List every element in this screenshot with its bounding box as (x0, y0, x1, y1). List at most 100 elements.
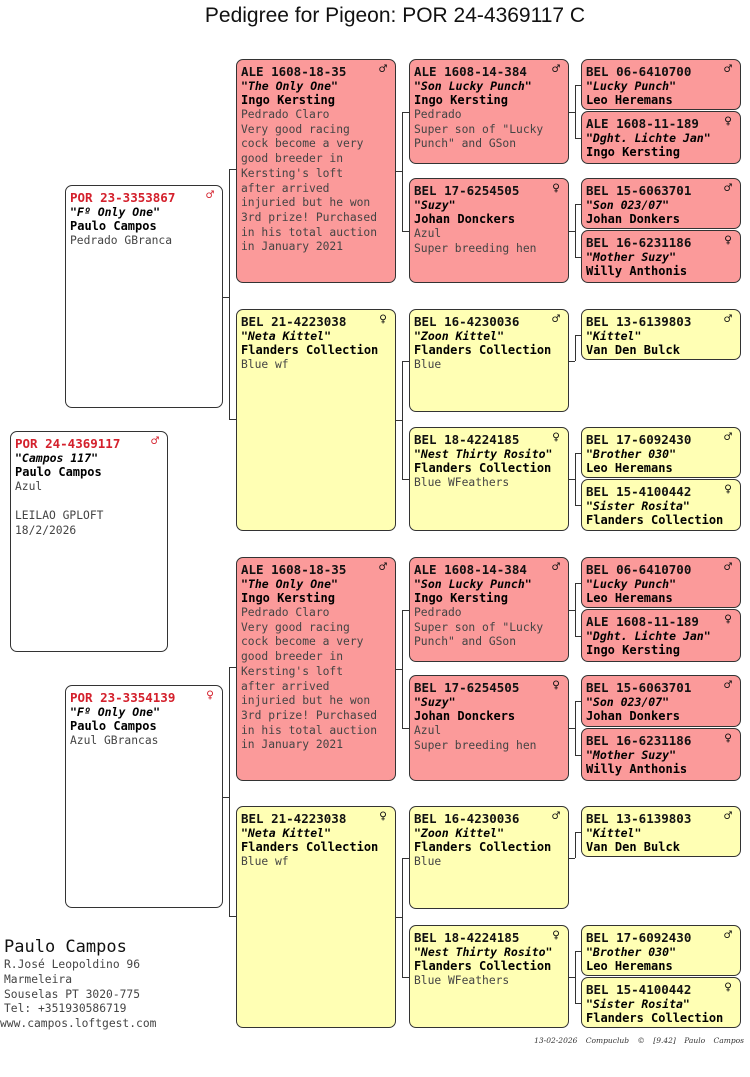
footer-credits: 13-02-2026 Compuclub © [9.42] Paulo Camp… (534, 1036, 744, 1045)
pigeon-note: Kersting's loft (241, 166, 344, 180)
connector-line (396, 669, 402, 670)
pigeon-card[interactable]: ALE 1608-18-35♂"The Only One"Ingo Kersti… (236, 557, 396, 781)
ring-number: BEL 15-4100442 (586, 982, 692, 997)
connector-line (569, 230, 575, 232)
pigeon-card[interactable]: ALE 1608-11-189♀"Dght. Lichte Jan"Ingo K… (581, 609, 741, 662)
pigeon-card[interactable]: BEL 13-6139803♂"Kittel"Van Den Bulck (581, 309, 741, 360)
connector-line (575, 137, 581, 139)
pigeon-card[interactable]: BEL 18-4224185♀"Nest Thirty Rosito"Fland… (409, 925, 569, 1028)
pigeon-card[interactable]: ALE 1608-11-189♀"Dght. Lichte Jan"Ingo K… (581, 111, 741, 164)
pigeon-card[interactable]: BEL 16-6231186♀"Mother Suzy"Willy Anthon… (581, 728, 741, 781)
connector-line (402, 360, 403, 479)
pigeon-note: good breeder in (241, 152, 344, 166)
breeder-website[interactable]: www.campos.loftgest.com (0, 1017, 157, 1031)
pigeon-note (15, 495, 163, 510)
pigeon-note: in January 2021 (241, 240, 344, 254)
male-icon: ♂ (724, 181, 732, 196)
connector-line (569, 976, 575, 978)
pigeon-card[interactable]: BEL 15-6063701♂"Son 023/07"Johan Donkers (581, 178, 741, 229)
male-icon: ♂ (552, 809, 560, 824)
pigeon-card[interactable]: BEL 18-4224185♀"Nest Thirty Rosito"Fland… (409, 427, 569, 531)
pigeon-note: Super son of "Lucky (414, 122, 544, 136)
owner-name: Van Den Bulck (586, 840, 680, 854)
pigeon-card[interactable]: BEL 21-4223038♀"Neta Kittel"Flanders Col… (236, 806, 396, 1028)
breeder-address-line: Souselas PT 3020-775 (4, 987, 141, 1001)
connector-line (575, 831, 581, 833)
owner-name: Ingo Kersting (241, 591, 335, 605)
pigeon-note: Blue WFeathers (414, 476, 510, 489)
male-icon: ♂ (552, 62, 560, 77)
owner-name: Johan Donkers (586, 709, 680, 723)
connector-line (396, 420, 402, 421)
owner-name: Ingo Kersting (241, 93, 335, 107)
pigeon-card[interactable]: BEL 15-4100442♀"Sister Rosita"Flanders C… (581, 977, 741, 1028)
ring-number: BEL 16-4230036 (414, 314, 520, 329)
connector-line (575, 635, 581, 637)
pigeon-card[interactable]: BEL 15-4100442♀"Sister Rosita"Flanders C… (581, 479, 741, 531)
pigeon-card[interactable]: BEL 17-6092430♂"Brother 030"Leo Heremans (581, 427, 741, 478)
ring-number: ALE 1608-14-384 (414, 562, 527, 577)
pigeon-card[interactable]: BEL 06-6410700♂"Lucky Punch"Leo Heremans (581, 557, 741, 608)
pigeon-card[interactable]: BEL 16-4230036♂"Zoon Kittel"Flanders Col… (409, 309, 569, 412)
pigeon-card[interactable]: POR 23-3353867♂"Fº Only One"Paulo Campos… (65, 185, 223, 408)
pigeon-note: after arrived (241, 679, 330, 693)
pigeon-card[interactable]: ALE 1608-14-384♂"Son Lucky Punch"Ingo Ke… (409, 557, 569, 662)
connector-line (402, 609, 409, 611)
pigeon-note: Blue WFeathers (414, 974, 510, 987)
connector-line (575, 1002, 581, 1004)
pigeon-card[interactable]: BEL 13-6139803♂"Kittel"Van Den Bulck (581, 806, 741, 857)
owner-name: Willy Anthonis (586, 762, 688, 776)
pigeon-card[interactable]: BEL 15-6063701♂"Son 023/07"Johan Donkers (581, 675, 741, 727)
ring-number: BEL 17-6092430 (586, 930, 692, 945)
pigeon-name: "Lucky Punch" (586, 79, 677, 93)
pigeon-note: Pedrado (414, 108, 462, 121)
pigeon-card[interactable]: POR 23-3354139♀"Fº Only One"Paulo Campos… (65, 685, 223, 908)
pigeon-note: Punch" and GSon (414, 137, 517, 151)
ring-number: BEL 17-6254505 (414, 183, 520, 198)
male-icon: ♂ (724, 928, 732, 943)
pigeon-card[interactable]: BEL 16-6231186♀"Mother Suzy"Willy Anthon… (581, 230, 741, 283)
owner-name: Flanders Collection (414, 343, 552, 357)
pigeon-card[interactable]: ALE 1608-18-35♂"The Only One"Ingo Kersti… (236, 59, 396, 283)
connector-line (569, 857, 575, 859)
female-icon: ♀ (552, 181, 560, 196)
pigeon-card[interactable]: BEL 06-6410700♂"Lucky Punch"Leo Heremans (581, 59, 741, 110)
pigeon-name: "Dght. Lichte Jan" (586, 629, 711, 643)
connector-line (575, 950, 581, 952)
ring-number: BEL 18-4224185 (414, 432, 520, 447)
female-icon: ♀ (724, 482, 732, 497)
pigeon-name: "Mother Suzy" (586, 748, 677, 762)
ring-number: POR 23-3354139 (70, 690, 176, 705)
pigeon-card[interactable]: BEL 17-6092430♂"Brother 030"Leo Heremans (581, 925, 741, 976)
male-icon: ♂ (552, 560, 560, 575)
pigeon-card[interactable]: BEL 16-4230036♂"Zoon Kittel"Flanders Col… (409, 806, 569, 909)
pigeon-card[interactable]: ALE 1608-14-384♂"Son Lucky Punch"Ingo Ke… (409, 59, 569, 164)
owner-name: Paulo Campos (70, 719, 157, 733)
pigeon-card[interactable]: BEL 21-4223038♀"Neta Kittel"Flanders Col… (236, 309, 396, 531)
pigeon-note: cock become a very (241, 137, 364, 151)
connector-line (575, 334, 581, 336)
connector-line (402, 609, 403, 728)
pigeon-note: in January 2021 (241, 738, 344, 752)
connector-line (402, 976, 409, 978)
connector-line (402, 230, 409, 232)
pigeon-note: Punch" and GSon (414, 635, 517, 649)
connector-line (402, 111, 403, 231)
owner-name: Flanders Collection (414, 461, 552, 475)
ring-number: ALE 1608-11-189 (586, 614, 699, 629)
pigeon-note: Pedrado Claro (241, 606, 330, 619)
pigeon-name: "Son Lucky Punch" (414, 577, 532, 591)
pigeon-name: "Nest Thirty Rosito" (414, 447, 553, 461)
pigeon-note: Pedrado Claro (241, 108, 330, 121)
pigeon-name: "The Only One" (241, 577, 338, 591)
ring-number: BEL 13-6139803 (586, 314, 692, 329)
connector-line (402, 479, 409, 480)
ring-number: POR 23-3353867 (70, 190, 176, 205)
ring-number: BEL 21-4223038 (241, 314, 347, 329)
pigeon-name: "Son 023/07" (586, 198, 670, 212)
pigeon-note: Very good racing (241, 122, 350, 136)
ring-number: ALE 1608-14-384 (414, 64, 527, 79)
